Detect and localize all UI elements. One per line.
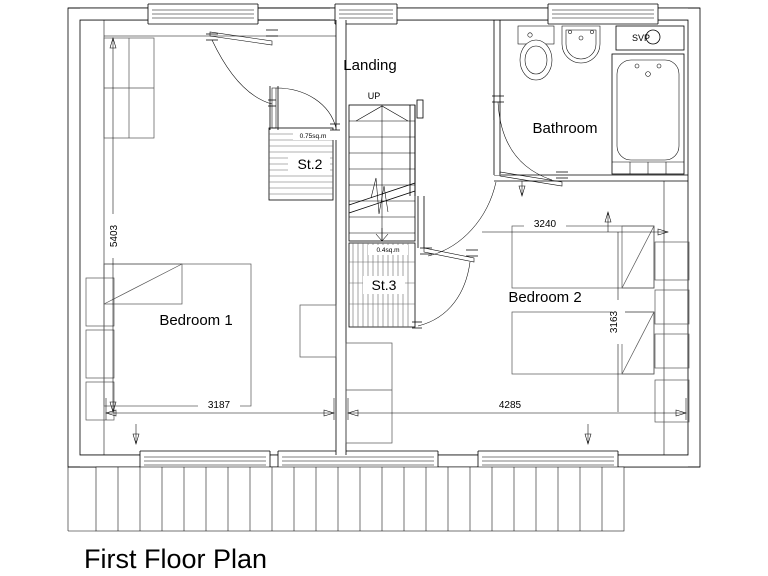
door-bathroom xyxy=(492,95,568,187)
bedside-units-bedroom1 xyxy=(85,277,115,421)
window-bottom-left xyxy=(139,450,271,472)
storage-area-st3: 0.4sq.m xyxy=(376,247,399,254)
wardrobe-top-left xyxy=(103,37,155,139)
storage-label-st3: St.3 xyxy=(372,277,397,293)
bed-bedroom1 xyxy=(103,263,252,407)
window-top-left xyxy=(147,3,330,25)
wash-basin xyxy=(561,25,601,64)
door-st3 xyxy=(412,261,471,329)
room-label-bathroom: Bathroom xyxy=(532,120,597,137)
window-bottom-center xyxy=(277,450,439,472)
room-label-bedroom1: Bedroom 1 xyxy=(159,312,232,329)
storage-area-st2: 0.75sq.m xyxy=(300,133,327,140)
door-bedroom1 xyxy=(206,29,278,107)
room-bathroom: SVP Bathroom xyxy=(493,20,688,182)
bedside-units-bedroom2 xyxy=(654,241,690,423)
staircase: UP xyxy=(348,91,424,242)
dimension-ticks xyxy=(132,181,592,445)
plan-title: First Floor Plan xyxy=(84,544,267,574)
svp-label: SVP xyxy=(632,33,650,43)
door-bedroom2 xyxy=(417,181,497,263)
svp-box: SVP xyxy=(615,25,685,51)
svp-pipe-icon xyxy=(645,29,661,45)
cabinet-bedroom1-right xyxy=(299,304,337,358)
landing-area: Landing xyxy=(343,57,396,74)
dimension-left-height: 5403 xyxy=(107,37,120,413)
central-partition-wall xyxy=(335,20,347,455)
bed-bedroom2-upper xyxy=(511,225,655,289)
dimension-label-5403: 5403 xyxy=(109,224,120,247)
bath-tub xyxy=(611,53,685,175)
stair-up-label: UP xyxy=(368,91,381,101)
window-top-center xyxy=(334,3,398,25)
window-top-right xyxy=(547,3,659,25)
dimension-bedroom1-width: 3187 xyxy=(105,398,335,420)
cabinet-below-st3 xyxy=(345,342,393,444)
door-st2 xyxy=(269,86,340,131)
dimension-label-3187: 3187 xyxy=(208,400,231,411)
top-wall-windows xyxy=(68,3,700,25)
dimension-bedroom2-top: 3240 xyxy=(482,211,669,236)
room-bedroom2: Bedroom 2 xyxy=(508,181,690,455)
dimension-right-height: 3163 xyxy=(609,232,625,412)
storage-st3: St.3 0.4sq.m xyxy=(348,242,416,328)
bed-bedroom2-lower xyxy=(511,311,655,375)
wc-toilet xyxy=(517,25,555,81)
room-label-bedroom2: Bedroom 2 xyxy=(508,289,581,306)
room-bedroom1: Bedroom 1 xyxy=(85,20,337,455)
dimension-label-3240: 3240 xyxy=(534,219,557,230)
storage-st2: St.2 0.75sq.m xyxy=(268,127,337,201)
canopy-hatch-region xyxy=(67,466,625,532)
dimension-label-4285: 4285 xyxy=(499,400,522,411)
room-label-landing: Landing xyxy=(343,57,396,74)
dimension-label-3163: 3163 xyxy=(609,310,620,333)
dimension-bedroom2-width: 4285 xyxy=(347,398,687,420)
storage-label-st2: St.2 xyxy=(298,156,323,172)
